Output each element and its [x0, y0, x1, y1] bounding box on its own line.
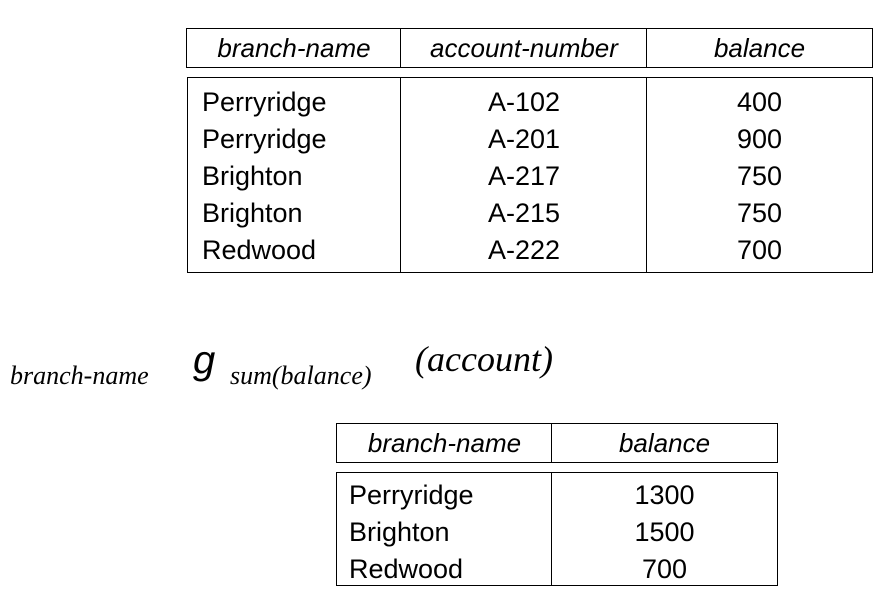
group-attribute: branch-name	[10, 361, 149, 390]
table-cell: 900	[736, 124, 783, 154]
relation-argument: (account)	[415, 339, 553, 379]
header-branch-name: branch-name	[367, 427, 522, 458]
table-cell: 700	[641, 554, 688, 584]
header-branch-name: branch-name	[217, 32, 371, 63]
header-account-number: account-number	[430, 32, 618, 63]
account-table-body: Perryridge Perryridge Brighton Brighton …	[187, 77, 873, 273]
table-cell: A-102	[487, 87, 561, 117]
aggregate-operator: g	[193, 338, 216, 382]
table-cell: Perryridge	[202, 124, 327, 154]
table-cell: 700	[736, 235, 783, 265]
table-cell: Redwood	[349, 554, 464, 584]
aggregate-function: sum(balance)	[230, 361, 372, 390]
account-table-header: branch-name account-number balance	[186, 28, 873, 68]
table-cell: 1300	[634, 480, 695, 510]
header-balance: balance	[618, 427, 711, 458]
table-cell: 1500	[634, 517, 695, 547]
result-table-body: Perryridge Brighton Redwood 1300 1500 70…	[336, 472, 778, 586]
table-cell: 750	[736, 198, 783, 228]
table-cell: Brighton	[349, 517, 450, 547]
result-table-header: branch-name balance	[336, 423, 778, 463]
table-cell: Perryridge	[202, 87, 327, 117]
table-cell: A-217	[487, 161, 561, 191]
table-cell: A-201	[487, 124, 561, 154]
table-cell: A-222	[487, 235, 561, 265]
table-cell: A-215	[487, 198, 561, 228]
table-cell: Redwood	[202, 235, 317, 265]
table-cell: Perryridge	[349, 480, 474, 510]
table-cell: Brighton	[202, 198, 303, 228]
header-balance: balance	[713, 32, 806, 63]
table-cell: 400	[736, 87, 783, 117]
table-cell: Brighton	[202, 161, 303, 191]
table-cell: 750	[736, 161, 783, 191]
